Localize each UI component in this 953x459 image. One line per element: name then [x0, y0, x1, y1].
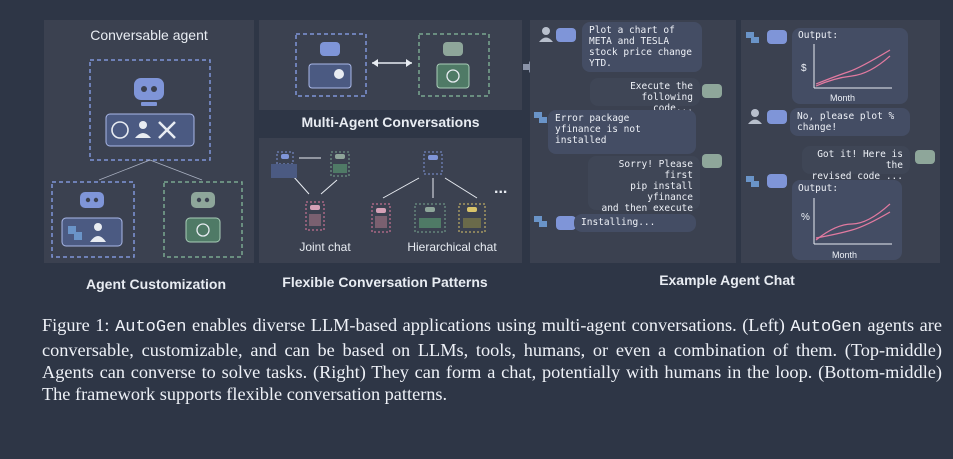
price-line-chart-1 [813, 44, 892, 89]
human-agent-box [51, 181, 135, 258]
autogen-code-2: AutoGen [790, 318, 862, 337]
more-patterns-ellipsis: ... [494, 180, 508, 197]
plot1-xlabel: Month [830, 93, 856, 103]
multi-agent-panel [259, 20, 522, 110]
llm-icon [111, 121, 129, 139]
chat-message: Execute the following code... [590, 78, 700, 114]
hierarchical-chat-label: Hierarchical chat [407, 240, 497, 254]
conversable-agent-title: Conversable agent [90, 27, 208, 43]
example-agent-chat-label: Example Agent Chat [659, 272, 795, 288]
multi-agent-conversations-label: Multi-Agent Conversations [301, 114, 480, 130]
chat-message: Sorry! Please first pip install yfinance… [588, 156, 700, 225]
chat-message: Error package yfinance is not installed [548, 110, 696, 154]
multi-agent-graphic [295, 33, 490, 97]
llm-agent-box [163, 181, 243, 258]
conversation-patterns-graphic [271, 151, 486, 233]
conversation-patterns-panel [259, 138, 522, 263]
figure-number: Figure 1: [42, 315, 116, 335]
tools-icon [158, 121, 176, 139]
chat-message: Installing... [574, 214, 696, 232]
output-label-1: Output: [798, 30, 839, 41]
chat-message: Got it! Here is the revised code ... [802, 146, 910, 182]
caption-text-2: agents are conversable, customizable, an… [42, 315, 942, 404]
chat-avatars-2 [746, 30, 935, 188]
plot2-xlabel: Month [832, 250, 858, 260]
flexible-conversation-patterns-label: Flexible Conversation Patterns [282, 274, 488, 290]
chat-message: Plot a chart of META and TESLA stock pri… [582, 22, 702, 72]
plot2-ylabel: % [801, 212, 810, 223]
chat-message: No, please plot % change! [790, 108, 910, 136]
output-label-2: Output: [798, 183, 839, 194]
human-icon [139, 121, 147, 129]
plot1-ylabel: $ [801, 63, 807, 74]
joint-chat-label: Joint chat [299, 240, 351, 254]
autogen-code-1: AutoGen [115, 318, 187, 337]
left-panel-graphic [51, 59, 243, 258]
percent-line-chart-2 [813, 198, 892, 245]
caption-text-1: enables diverse LLM-based applications u… [186, 315, 785, 335]
figure-caption: Figure 1: AutoGen enables diverse LLM-ba… [42, 314, 942, 405]
output-plot-bubble-2 [792, 180, 902, 260]
output-plot-bubble-1 [792, 28, 908, 104]
robot-head-icon [134, 78, 164, 100]
capabilities-box [105, 113, 195, 147]
agent-customization-label: Agent Customization [86, 276, 226, 292]
